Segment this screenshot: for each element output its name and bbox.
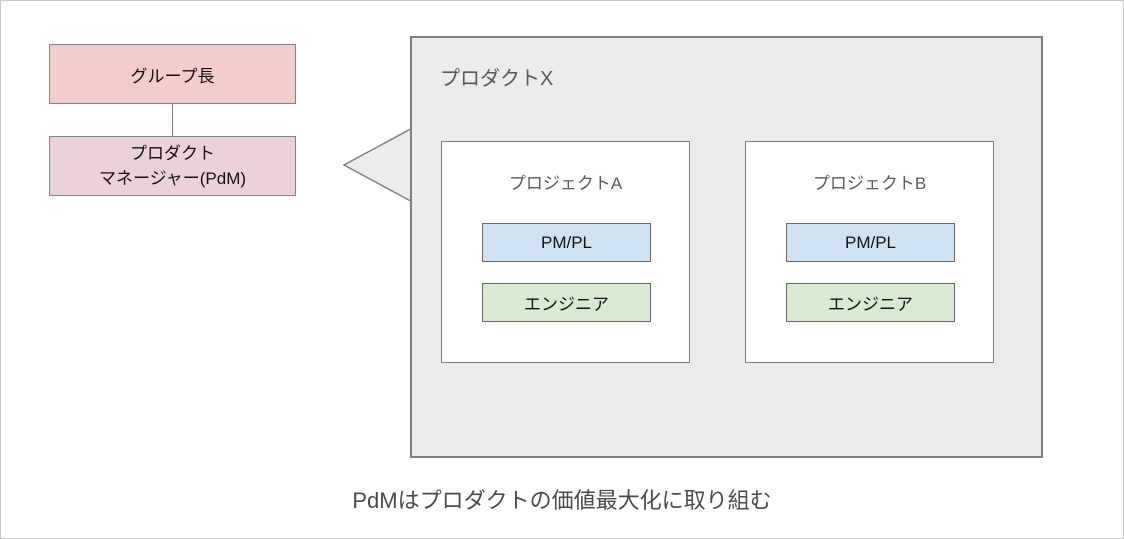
- group-leader-box: グループ長: [49, 44, 296, 104]
- project-a-engineer-label: エンジニア: [524, 295, 609, 314]
- project-b-pm-pl-box: PM/PL: [786, 223, 955, 262]
- project-a-pm-pl-label: PM/PL: [540, 232, 593, 252]
- pdm-box: プロダクト マネージャー(PdM): [49, 136, 296, 196]
- pdm-label-line2: マネージャー(PdM): [98, 169, 247, 188]
- project-b-engineer-box: エンジニア: [786, 283, 955, 322]
- project-a-title: プロジェクトA: [508, 174, 623, 193]
- pdm-label-line1: プロダクト: [130, 144, 215, 163]
- project-a-pm-pl-box: PM/PL: [482, 223, 651, 262]
- project-a-card: プロジェクトA PM/PL エンジニア: [441, 141, 690, 363]
- caption-text: PdMはプロダクトの価値最大化に取り組む: [352, 488, 772, 513]
- group-leader-label: グループ長: [130, 66, 215, 86]
- project-b-engineer-label: エンジニア: [828, 295, 913, 314]
- callout-triangle-icon: [342, 124, 419, 206]
- product-x-title: プロダクトX: [440, 68, 554, 90]
- connector-line: [172, 104, 173, 136]
- project-b-pm-pl-label: PM/PL: [844, 232, 897, 252]
- project-b-title: プロジェクトB: [812, 174, 927, 193]
- product-x-box: プロダクトX プロジェクトA PM/PL エンジニア プロジェクトB PM/PL…: [410, 36, 1043, 458]
- project-a-engineer-box: エンジニア: [482, 283, 651, 322]
- project-b-card: プロジェクトB PM/PL エンジニア: [745, 141, 994, 363]
